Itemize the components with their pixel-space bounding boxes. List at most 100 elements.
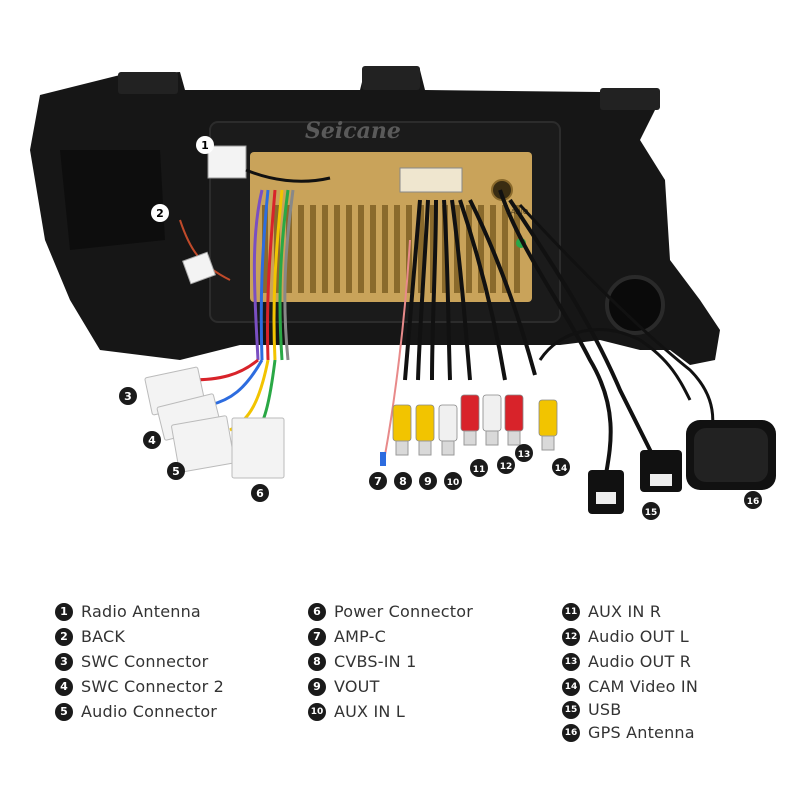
legend-label: Radio Antenna bbox=[81, 602, 201, 621]
legend-item: 8 CVBS-IN 1 bbox=[308, 652, 417, 671]
chassis-vent bbox=[466, 205, 472, 293]
rca-plug-tip bbox=[541, 435, 555, 451]
rca-plug-tip bbox=[485, 430, 499, 446]
chassis-vent bbox=[346, 205, 352, 293]
rca-plug-tip bbox=[441, 440, 455, 456]
chassis-vent bbox=[262, 205, 268, 293]
legend-number-badge: 7 bbox=[308, 627, 326, 646]
callout-number: 4 bbox=[148, 434, 156, 447]
rca-cable-bundle bbox=[380, 199, 537, 466]
legend-number-badge: 6 bbox=[308, 602, 326, 621]
callout-badge bbox=[444, 472, 462, 490]
legend-number-badge: 10 bbox=[308, 702, 326, 721]
legend-label: Audio Connector bbox=[81, 702, 218, 721]
legend-number-badge: 16 bbox=[562, 723, 580, 742]
chassis-vent bbox=[478, 205, 484, 293]
callout-number: 9 bbox=[424, 475, 432, 488]
legend-label: SWC Connector 2 bbox=[81, 677, 225, 696]
callout-badge bbox=[497, 456, 515, 474]
legend-number-badge: 3 bbox=[55, 652, 73, 671]
legend-label: USB bbox=[588, 700, 622, 719]
harness-connectors bbox=[144, 366, 285, 479]
legend-item: 12 Audio OUT L bbox=[562, 627, 689, 646]
callout-badge bbox=[470, 459, 488, 477]
callout-number: 15 bbox=[645, 508, 658, 518]
rca-plug-tip bbox=[395, 440, 409, 456]
callout-number: 13 bbox=[518, 450, 531, 460]
legend-number-badge: 8 bbox=[308, 652, 326, 671]
legend-label: CVBS-IN 1 bbox=[334, 652, 417, 671]
callout-badge bbox=[143, 431, 161, 449]
legend-label: SWC Connector bbox=[81, 652, 209, 671]
legend-item: 6 Power Connector bbox=[308, 602, 473, 621]
chassis-vent bbox=[322, 205, 328, 293]
chassis-vent bbox=[370, 205, 376, 293]
chassis-vent bbox=[430, 205, 436, 293]
callout-number: 7 bbox=[374, 475, 382, 488]
callout-badge bbox=[394, 472, 412, 490]
legend-number-badge: 12 bbox=[562, 627, 580, 646]
callout-badge bbox=[515, 444, 533, 462]
head-unit-illustration: Seicane RADIO bbox=[30, 66, 776, 520]
legend-number-badge: 11 bbox=[562, 602, 580, 621]
legend-item: 11 AUX IN R bbox=[562, 602, 661, 621]
legend-number-badge: 1 bbox=[55, 602, 73, 621]
callout-badge bbox=[196, 136, 214, 154]
callout-badge bbox=[369, 472, 387, 490]
legend-label: Power Connector bbox=[334, 602, 473, 621]
legend-item: 16 GPS Antenna bbox=[562, 723, 695, 742]
legend-label: BACK bbox=[81, 627, 126, 646]
rca-plug-tip bbox=[507, 430, 521, 446]
legend-number-badge: 4 bbox=[55, 677, 73, 696]
legend-label: AUX IN L bbox=[334, 702, 405, 721]
callout-number: 14 bbox=[555, 464, 568, 474]
callout-number: 8 bbox=[399, 475, 407, 488]
callout-number: 12 bbox=[500, 462, 513, 472]
callout-number: 16 bbox=[747, 497, 760, 507]
legend-item: 7 AMP-C bbox=[308, 627, 386, 646]
chassis-vent bbox=[358, 205, 364, 293]
usb-gps-cables bbox=[498, 189, 776, 514]
callout-number: 2 bbox=[156, 207, 164, 220]
legend-number-badge: 14 bbox=[562, 677, 580, 696]
callout-badge bbox=[419, 472, 437, 490]
legend-number-badge: 9 bbox=[308, 677, 326, 696]
legend-number-badge: 2 bbox=[55, 627, 73, 646]
chassis-vent bbox=[286, 205, 292, 293]
callout-badge bbox=[642, 502, 660, 520]
legend-label: GPS Antenna bbox=[588, 723, 695, 742]
legend-label: AMP-C bbox=[334, 627, 386, 646]
chassis-vent bbox=[394, 205, 400, 293]
legend-number-badge: 15 bbox=[562, 700, 580, 719]
legend-label: Audio OUT L bbox=[588, 627, 689, 646]
callout-number: 10 bbox=[447, 478, 460, 488]
callout-number: 1 bbox=[201, 139, 209, 152]
left-harness bbox=[179, 189, 295, 432]
legend-item: 3 SWC Connector bbox=[55, 652, 208, 671]
legend-label: AUX IN R bbox=[588, 602, 662, 621]
callout-badge bbox=[251, 484, 269, 502]
chassis-vent bbox=[502, 205, 508, 293]
callout-number: 5 bbox=[172, 465, 180, 478]
callout-number: 3 bbox=[124, 390, 132, 403]
rca-plug-tip bbox=[463, 430, 477, 446]
chassis-vent bbox=[310, 205, 316, 293]
legend-item: 14 CAM Video IN bbox=[562, 677, 698, 696]
callout-number: 11 bbox=[473, 465, 486, 475]
chassis-vent bbox=[298, 205, 304, 293]
callout-badge bbox=[167, 462, 185, 480]
chassis-vent bbox=[334, 205, 340, 293]
callout-number: 6 bbox=[256, 487, 264, 500]
legend-number-badge: 13 bbox=[562, 652, 580, 671]
legend-item: 1 Radio Antenna bbox=[55, 602, 201, 621]
callout-badge bbox=[151, 204, 169, 222]
legend-item: 15 USB bbox=[562, 700, 621, 719]
legend-item: 2 BACK bbox=[55, 627, 125, 646]
legend-label: CAM Video IN bbox=[588, 677, 699, 696]
callout-badge bbox=[744, 491, 762, 509]
